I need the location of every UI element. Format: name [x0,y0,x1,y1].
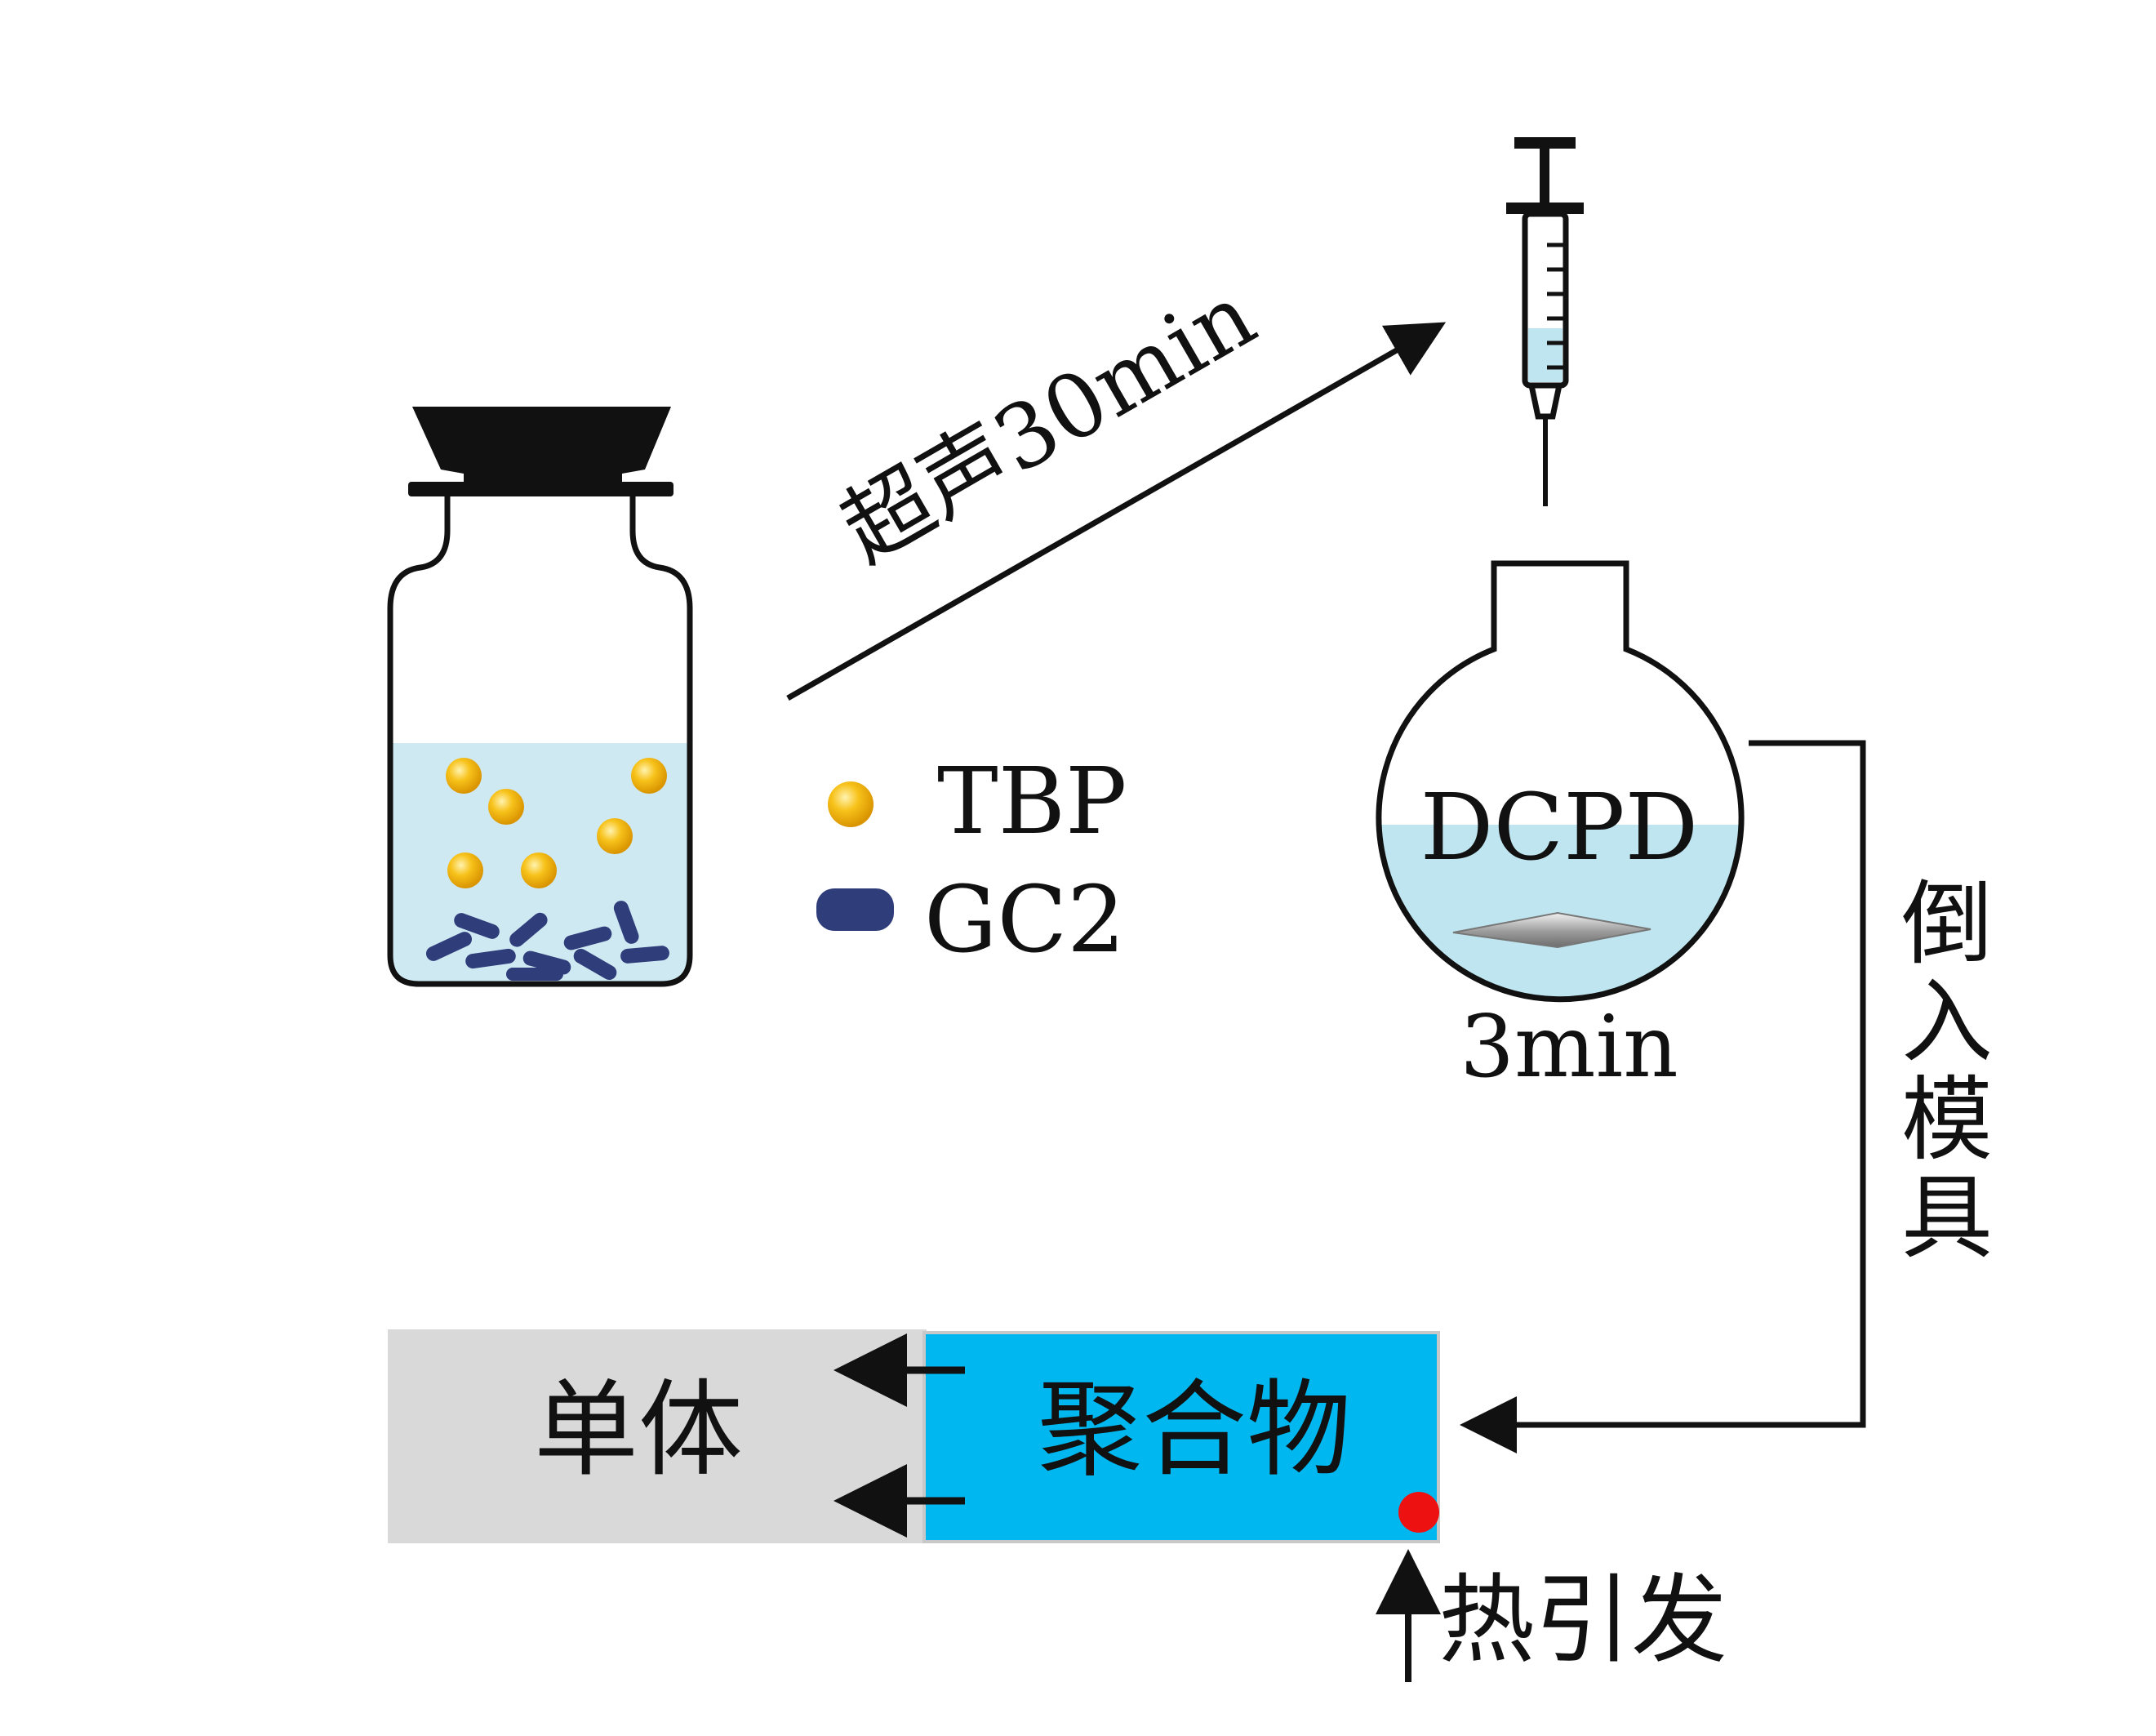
pour-connector [1460,740,1866,1453]
tbp-sphere [597,818,633,854]
gc2-particle [509,912,548,947]
gc2-particle [573,949,617,980]
legend-tbp-label: TBP [937,749,1127,855]
monomer-label: 单体 [534,1369,743,1491]
thermal-initiation-label: 热引发 [1438,1564,1727,1676]
pour-label-char: 入 [1901,969,1993,1075]
tbp-sphere [447,852,483,888]
bottle-neck-ring [408,482,673,496]
ultrasonic-label: 超声30min [825,265,1272,581]
gc2-particle [465,948,516,969]
tbp-sphere [446,758,482,794]
tbp-sphere [488,789,524,825]
gc2-particle [506,968,563,981]
syringe-liquid [1528,328,1563,382]
initiation-dot [1398,1492,1439,1533]
pour-label-char: 模 [1901,1067,1993,1173]
pour-label: 倒 入 模 具 [1901,871,1993,1271]
polymer-label: 聚合物 [1038,1369,1351,1491]
tbp-sphere [521,852,557,888]
bottle-gc2-particles [425,901,669,981]
flask-outline [1376,560,1745,1003]
gc2-particle [620,946,669,964]
syringe-tip [1528,385,1563,420]
syringe-barrel [1522,211,1569,389]
stir-time-label: 3min [1460,997,1678,1097]
syringe [1506,137,1584,506]
legend-gc2-marker [816,888,894,931]
pour-label-char: 倒 [1901,871,1993,977]
gc2-particle [613,901,639,944]
tbp-sphere [631,758,667,794]
legend-gc2-label: GC2 [924,867,1125,973]
bottle-tbp-spheres [446,758,667,888]
legend: TBP GC2 [816,749,1127,973]
gc2-particle [425,932,473,961]
polymer-region [922,1331,1440,1543]
round-flask: DCPD [1376,560,1745,1003]
mold: 单体 聚合物 [388,1329,1440,1543]
bottle-body [387,490,693,987]
pour-label-char: 具 [1901,1165,1993,1271]
bottle-stopper [412,407,671,490]
gc2-particle [563,926,612,950]
legend-tbp-marker [828,781,874,827]
flask-content-label: DCPD [1420,775,1699,881]
ultrasonic-arrow [786,322,1447,701]
gc2-particle [454,913,500,939]
stir-bar [1452,911,1651,949]
reagent-bottle [387,407,693,987]
